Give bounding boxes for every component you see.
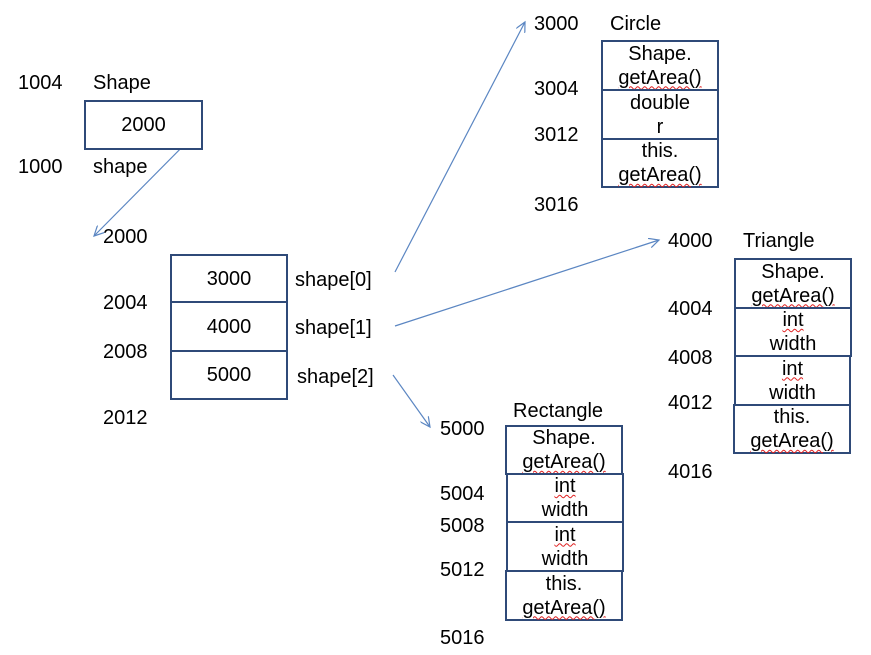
triangle-address: 4000 — [668, 230, 713, 252]
rectangle-address: 5016 — [440, 627, 485, 649]
array-address: 2008 — [103, 341, 148, 363]
rectangle-field-line2: getArea() — [522, 451, 606, 473]
triangle-field-cell: int width — [734, 307, 852, 357]
circle-field-line2: getArea() — [618, 66, 702, 89]
rectangle-field-cell: int width — [506, 473, 624, 523]
rectangle-field-cell: this. getArea() — [505, 570, 623, 621]
triangle-title: Triangle — [743, 230, 815, 252]
array-element-label: shape[1] — [295, 317, 372, 339]
triangle-field-cell: int width — [734, 355, 851, 406]
circle-address: 3004 — [534, 78, 579, 100]
triangle-field-line1: this. — [773, 406, 811, 428]
triangle-field-line1: int — [781, 357, 804, 380]
circle-field-line2: getArea() — [618, 164, 702, 186]
circle-field-cell: Shape. getArea() — [601, 40, 719, 91]
circle-address: 3000 — [534, 13, 579, 35]
array-cell: 5000 — [170, 350, 288, 400]
circle-title: Circle — [610, 13, 662, 35]
shape-var-value: 2000 — [121, 114, 166, 136]
array-cell-value: 4000 — [206, 315, 252, 338]
arrow-shape2-to-rectangle — [392, 374, 430, 427]
shape-var-address-top: 1004 — [18, 72, 63, 94]
triangle-address: 4012 — [668, 392, 713, 414]
rectangle-address: 5008 — [440, 515, 485, 537]
triangle-field-line1: int — [782, 309, 804, 331]
rectangle-address: 5000 — [440, 418, 485, 440]
triangle-field-cell: Shape. getArea() — [734, 258, 852, 309]
circle-field-cell: this. getArea() — [601, 138, 719, 188]
array-cell-value: 3000 — [206, 267, 252, 290]
triangle-field-line2: getArea() — [750, 430, 834, 452]
shape-var-name-label: shape — [93, 156, 148, 178]
array-element-label: shape[2] — [297, 366, 374, 388]
rectangle-field-line1: this. — [545, 572, 583, 595]
array-cell-value: 5000 — [206, 364, 252, 386]
triangle-field-line1: Shape. — [761, 260, 825, 283]
array-cell: 3000 — [170, 254, 288, 303]
circle-address: 3012 — [534, 124, 579, 146]
array-address: 2004 — [103, 292, 148, 314]
triangle-field-line2: width — [769, 333, 817, 355]
rectangle-field-cell: Shape. getArea() — [505, 425, 623, 475]
shape-var-address-bottom: 1000 — [18, 156, 63, 178]
triangle-field-cell: this. getArea() — [733, 404, 851, 454]
triangle-address: 4004 — [668, 298, 713, 320]
shape-var-cell: 2000 — [84, 100, 203, 150]
triangle-field-line2: width — [769, 381, 816, 404]
shape-var-type-label: Shape — [93, 72, 151, 94]
arrow-shape1-to-triangle — [394, 240, 659, 327]
circle-field-line1: double — [629, 91, 691, 114]
circle-field-line1: this. — [641, 140, 679, 162]
rectangle-field-line2: width — [541, 547, 589, 570]
array-address: 2012 — [103, 407, 148, 429]
rectangle-field-cell: int width — [506, 521, 624, 572]
array-cell: 4000 — [170, 301, 288, 352]
circle-address: 3016 — [534, 194, 579, 216]
triangle-field-line2: getArea() — [751, 284, 835, 307]
rectangle-field-line1: Shape. — [532, 427, 596, 449]
array-element-label: shape[0] — [295, 269, 372, 291]
rectangle-address: 5004 — [440, 483, 485, 505]
rectangle-title: Rectangle — [513, 400, 604, 422]
triangle-address: 4016 — [668, 461, 713, 483]
circle-field-line2: r — [656, 115, 664, 138]
array-address: 2000 — [103, 226, 148, 248]
rectangle-field-line1: int — [554, 523, 576, 546]
arrow-shape0-to-circle — [394, 22, 525, 273]
circle-field-line1: Shape. — [628, 42, 692, 65]
triangle-address: 4008 — [668, 347, 713, 369]
rectangle-field-line2: width — [541, 499, 589, 521]
rectangle-field-line2: getArea() — [522, 596, 606, 619]
rectangle-field-line1: int — [554, 475, 576, 497]
rectangle-address: 5012 — [440, 559, 485, 581]
circle-field-cell: double r — [601, 89, 719, 140]
